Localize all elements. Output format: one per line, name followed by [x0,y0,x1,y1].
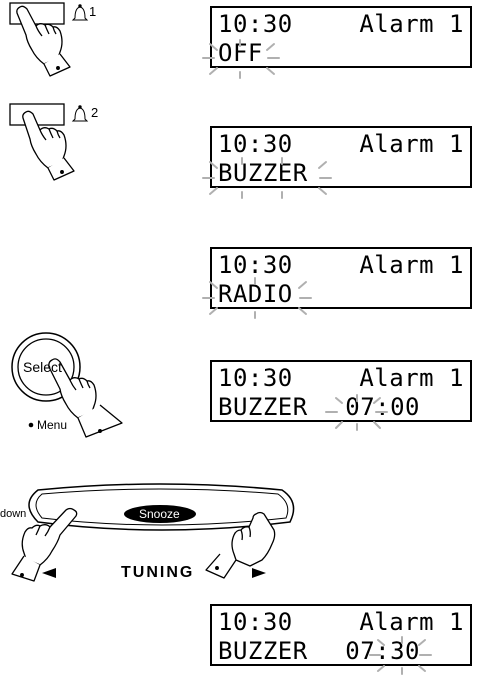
lcd-mode: BUZZER [218,393,308,421]
bell-icon [73,5,87,20]
snooze-label: Snooze [139,507,180,521]
tuning-step: down Snooze TUNING [0,480,300,590]
menu-dot-icon [29,423,34,428]
lcd-time: 10:30 [218,10,293,38]
alarm2-button-illustration [0,100,200,190]
lcd-alarm-label: Alarm 1 [359,10,464,38]
lcd-time: 10:30 [218,251,293,279]
lcd-display-hour-set: 10:30 Alarm 1 BUZZER 07:00 [210,360,472,422]
lcd-alarm-label: Alarm 1 [359,251,464,279]
alarm1-button-illustration [0,0,200,90]
lcd-alarm-time-flashing: 07:00 [345,393,420,421]
lcd-mode-flashing: OFF [218,39,263,67]
lcd-mode-flashing: BUZZER [218,159,308,187]
alarm1-step: 1 [0,0,200,90]
lcd-time: 10:30 [218,364,293,392]
alarm2-step: 2 [0,100,200,190]
alarm1-bell-number: 1 [89,4,96,19]
tuning-label: TUNING [121,564,194,582]
menu-label: Menu [37,418,67,432]
lcd-time: 10:30 [218,130,293,158]
lcd-alarm-label: Alarm 1 [359,608,464,636]
lcd-alarm-label: Alarm 1 [359,364,464,392]
tuning-right-arrow-icon [252,568,266,578]
lcd-alarm-time-flashing: 07:30 [345,637,420,665]
select-button-label: Select [23,359,62,375]
tuning-left-arrow-icon [42,568,56,578]
lcd-mode-flashing: RADIO [218,280,293,308]
lcd-display-minute-set: 10:30 Alarm 1 BUZZER 07:30 [210,604,472,666]
alarm2-bell-number: 2 [91,105,98,120]
lcd-display-radio: 10:30 Alarm 1 RADIO [210,247,472,309]
select-button-illustration [0,325,200,450]
lcd-display-off: 10:30 Alarm 1 OFF [210,6,472,68]
bell-icon [73,106,87,121]
lcd-alarm-label: Alarm 1 [359,130,464,158]
tuning-down-label: down [0,508,26,520]
select-step: Select Menu [0,325,200,450]
lcd-display-buzzer: 10:30 Alarm 1 BUZZER [210,126,472,188]
lcd-time: 10:30 [218,608,293,636]
lcd-mode: BUZZER [218,637,308,665]
